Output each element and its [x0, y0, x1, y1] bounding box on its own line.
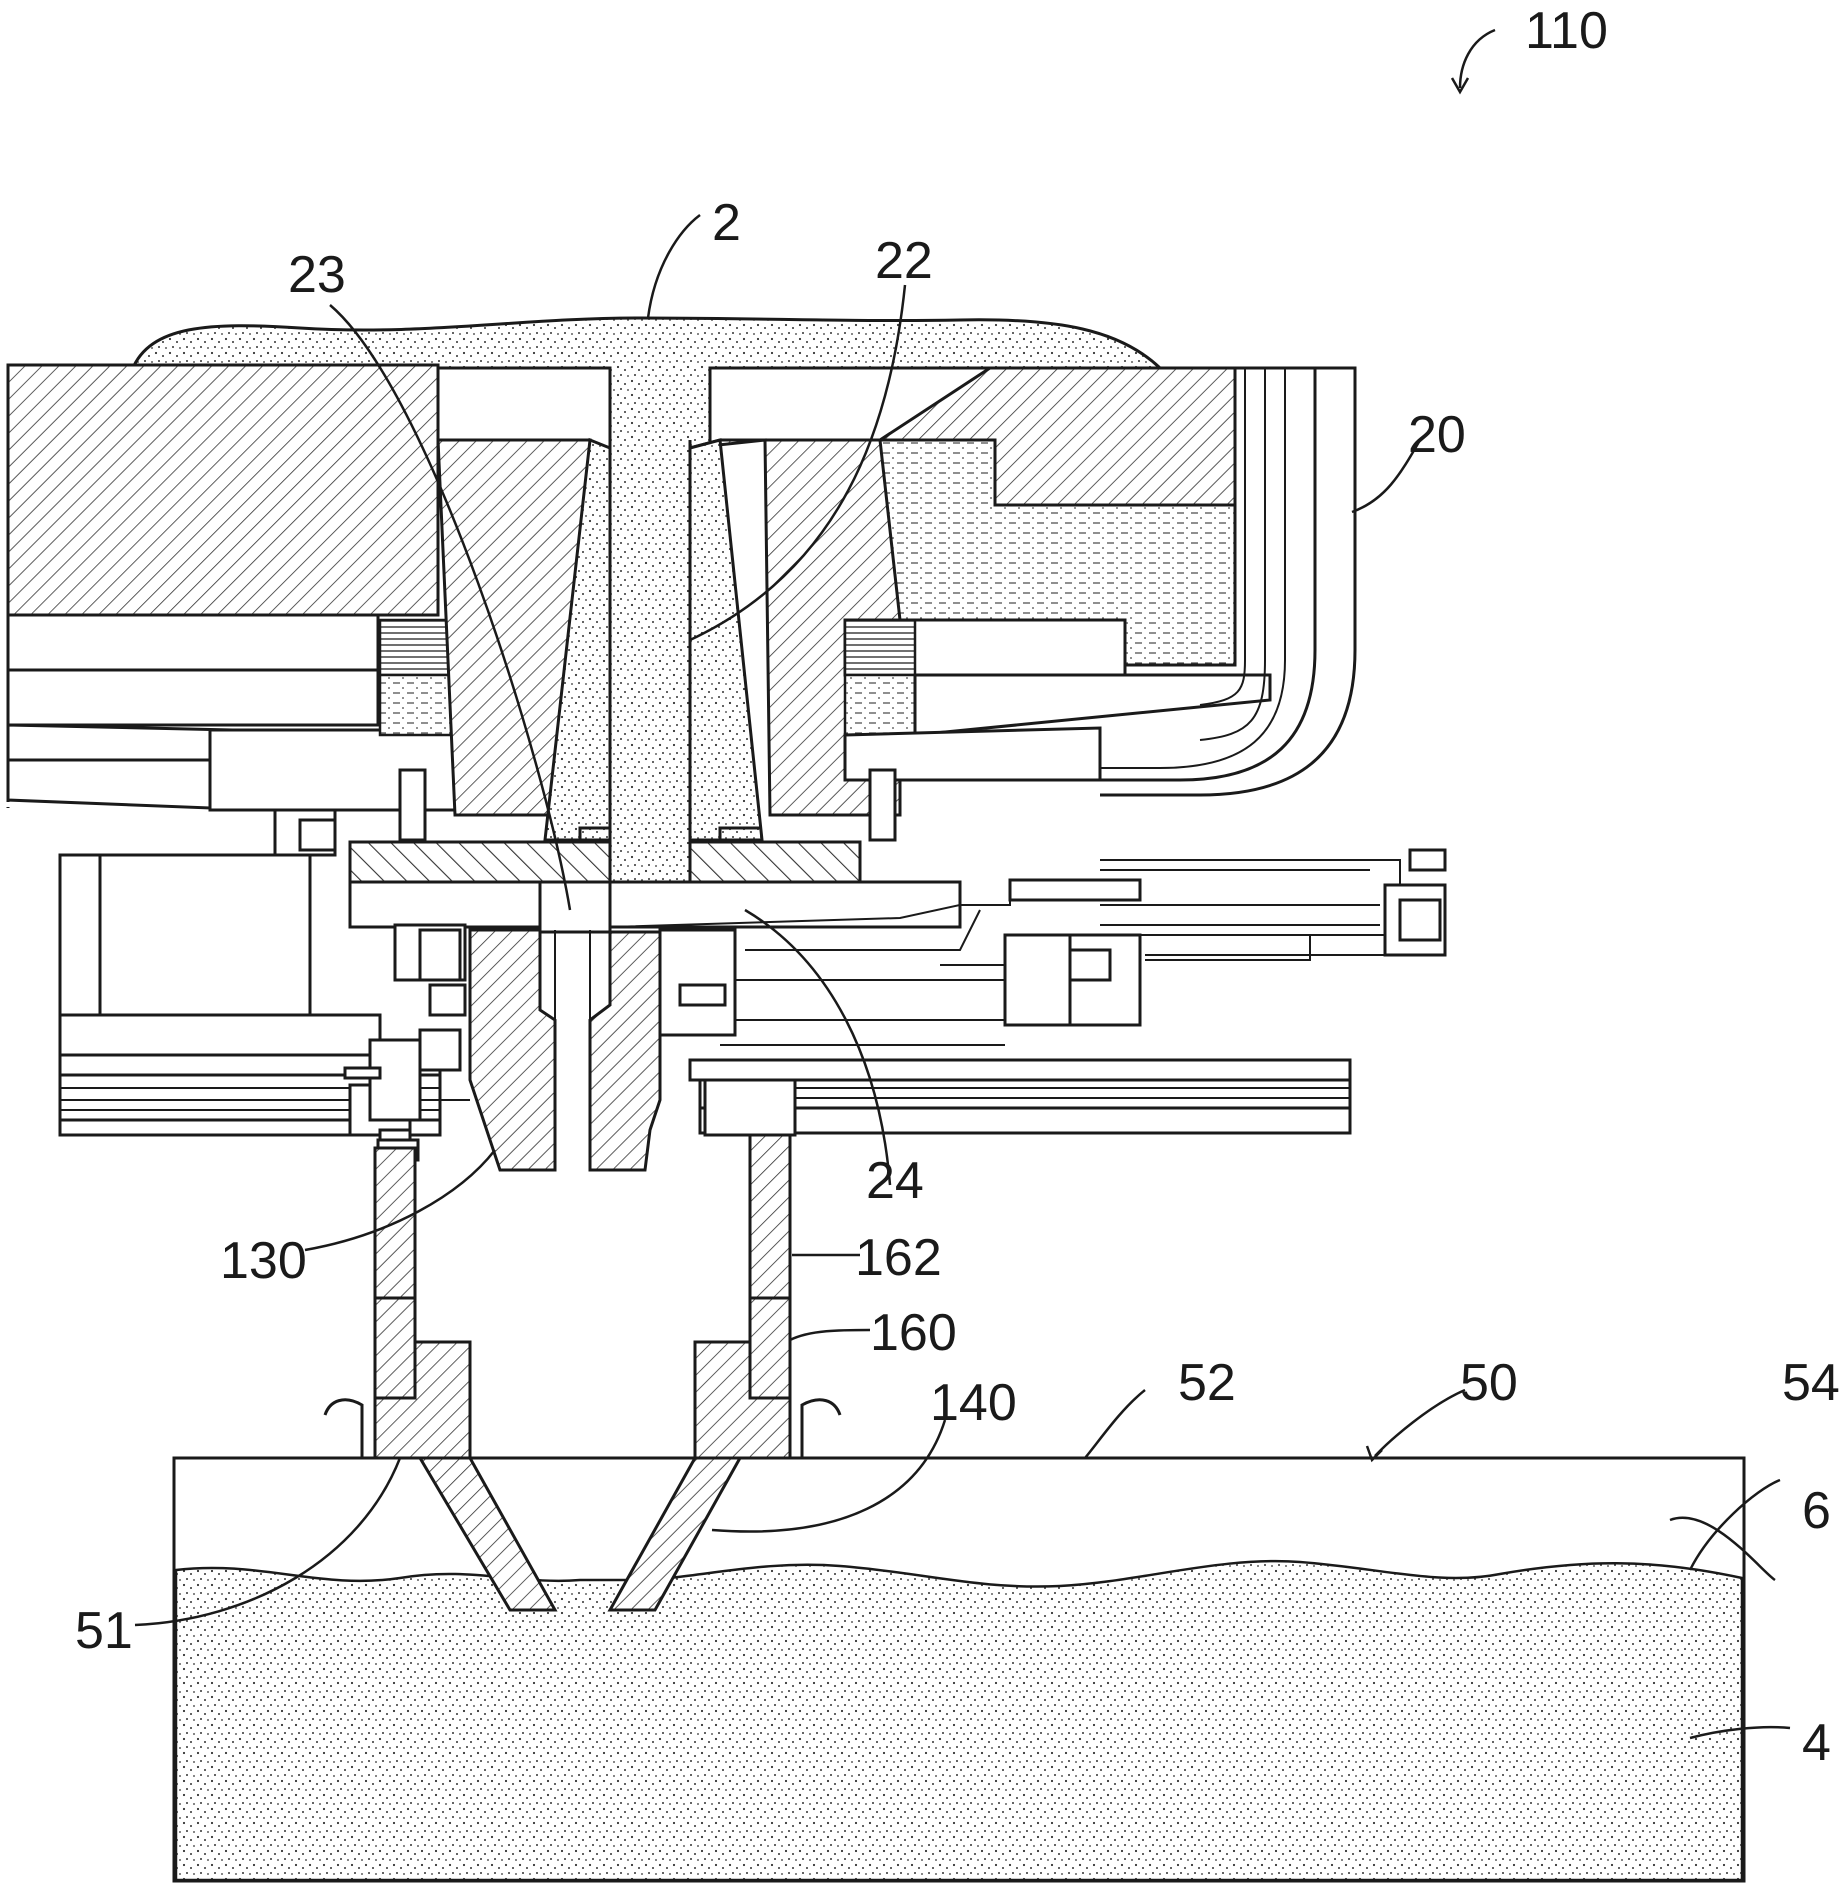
label-140: 140: [930, 1374, 1017, 1432]
label-22: 22: [875, 232, 933, 290]
label-4: 4: [1802, 1714, 1831, 1772]
label-2: 2: [712, 194, 741, 252]
label-160: 160: [870, 1304, 957, 1362]
label-162: 162: [855, 1229, 942, 1287]
label-23: 23: [288, 246, 346, 304]
label-52: 52: [1178, 1354, 1236, 1412]
tank-body: [172, 1456, 1746, 1883]
label-54: 54: [1782, 1354, 1840, 1412]
leader-lines: [134, 28, 1791, 1740]
gate-bushing: [468, 928, 662, 1172]
label-50: 50: [1460, 1354, 1518, 1412]
support-legs: [174, 1133, 1744, 1612]
nozzle-assembly: [348, 437, 902, 884]
label-24: 24: [866, 1152, 924, 1210]
left-mold-block: [6, 363, 462, 812]
label-20: 20: [1408, 406, 1466, 464]
runner-plate: [58, 768, 1447, 1144]
label-51: 51: [75, 1602, 133, 1660]
label-130: 130: [220, 1232, 307, 1290]
reference-labels: 110 2 23 22 20 24 130 162 160 140 52 50 …: [75, 2, 1840, 1772]
label-6: 6: [1802, 1482, 1831, 1540]
right-mold-block: [843, 366, 1357, 797]
melt-pool: [174, 1559, 1744, 1882]
label-110: 110: [1525, 2, 1608, 60]
